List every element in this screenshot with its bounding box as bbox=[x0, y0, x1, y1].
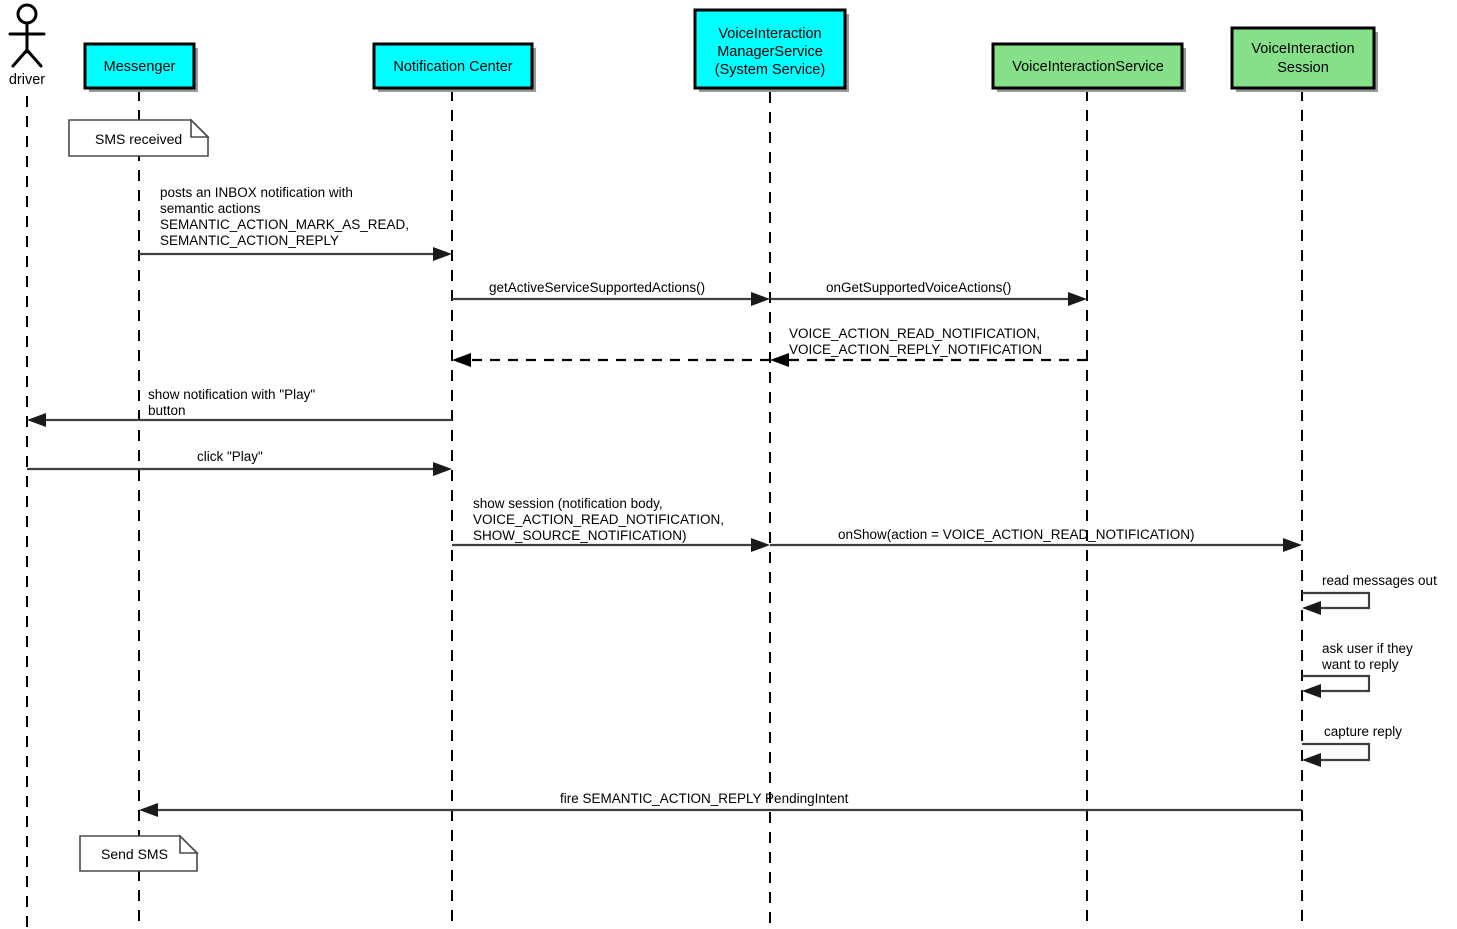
message-posts-inbox-notification-arrowhead-icon bbox=[433, 247, 452, 261]
messenger-box[interactable] bbox=[83, 42, 196, 90]
message-on-get-supported-voice-actions-arrowhead-icon bbox=[1068, 292, 1087, 306]
message-fire-pending-intent: fire SEMANTIC_ACTION_REPLY PendingIntent bbox=[139, 791, 1302, 817]
message-self-read-messages-out-label: read messages out bbox=[1322, 573, 1437, 588]
note-send-sms-body bbox=[79, 835, 198, 872]
message-on-show: onShow(action = VOICE_ACTION_READ_NOTIFI… bbox=[770, 527, 1302, 552]
message-self-ask-user-reply-label-1: ask user if they bbox=[1322, 641, 1413, 656]
participant-voiceinteractionservice[interactable]: VoiceInteractionService bbox=[991, 42, 1186, 92]
messenger-label: Messenger bbox=[104, 59, 176, 75]
message-return-voice-actions-label-1: VOICE_ACTION_READ_NOTIFICATION, bbox=[789, 326, 1040, 341]
message-self-read-messages-out-arrowhead-icon bbox=[1302, 601, 1321, 615]
actor-driver[interactable]: driver bbox=[8, 3, 46, 88]
message-click-play: click "Play" bbox=[27, 449, 452, 476]
message-self-read-messages-out: read messages out bbox=[1302, 573, 1437, 615]
note-sms-received-body bbox=[68, 119, 209, 157]
participant-vims[interactable]: VoiceInteraction ManagerService (System … bbox=[693, 8, 849, 92]
message-self-ask-user-reply: ask user if they want to reply bbox=[1302, 641, 1413, 698]
message-self-capture-reply-loop bbox=[1302, 742, 1371, 762]
message-self-read-messages-out-loop bbox=[1302, 591, 1371, 610]
participant-notification-center[interactable]: Notification Center bbox=[372, 42, 536, 92]
vims-label-line-2: ManagerService bbox=[717, 44, 823, 60]
note-sms-received-fold-icon bbox=[190, 118, 210, 138]
message-self-capture-reply-label: capture reply bbox=[1324, 724, 1402, 739]
message-get-active-service-supported-actions-arrowhead-icon bbox=[751, 292, 770, 306]
message-posts-inbox-notification-label-2: semantic actions bbox=[160, 201, 261, 216]
note-send-sms-fold-icon bbox=[179, 834, 199, 854]
message-self-ask-user-reply-arrowhead-icon bbox=[1302, 684, 1321, 698]
message-fire-pending-intent-label: fire SEMANTIC_ACTION_REPLY PendingIntent bbox=[560, 791, 849, 806]
vims-label-line-3: (System Service) bbox=[715, 62, 825, 78]
actor-driver-label: driver bbox=[9, 72, 45, 88]
message-show-session-arrowhead-icon bbox=[751, 538, 770, 552]
vims-label-line-1: VoiceInteraction bbox=[718, 26, 821, 42]
note-send-sms: Send SMS bbox=[79, 834, 199, 872]
voiceinteractionsession-label-line-2: Session bbox=[1277, 60, 1329, 76]
note-send-sms-label: Send SMS bbox=[101, 846, 168, 862]
message-posts-inbox-notification-label-4: SEMANTIC_ACTION_REPLY bbox=[160, 233, 339, 248]
participant-voiceinteractionsession[interactable]: VoiceInteraction Session bbox=[1230, 26, 1378, 92]
message-show-notification-arrowhead-icon bbox=[27, 413, 46, 427]
message-on-show-arrowhead-icon bbox=[1283, 538, 1302, 552]
vims-box[interactable] bbox=[693, 8, 847, 90]
actor-leg-right-icon bbox=[25, 48, 43, 68]
message-click-play-arrowhead-icon bbox=[433, 462, 452, 476]
participant-messenger[interactable]: Messenger bbox=[83, 42, 198, 92]
message-on-get-supported-voice-actions-label: onGetSupportedVoiceActions() bbox=[826, 280, 1011, 295]
voiceinteractionsession-label-line-1: VoiceInteraction bbox=[1251, 41, 1354, 57]
message-return-voice-actions: VOICE_ACTION_READ_NOTIFICATION, VOICE_AC… bbox=[770, 326, 1087, 367]
message-fire-pending-intent-arrowhead-icon bbox=[139, 803, 158, 817]
message-get-active-service-supported-actions: getActiveServiceSupportedActions() bbox=[452, 280, 770, 306]
actor-leg-left-icon bbox=[11, 48, 29, 68]
message-show-session: show session (notification body, VOICE_A… bbox=[452, 496, 770, 552]
message-return-voice-actions-arrowhead-icon bbox=[770, 353, 789, 367]
message-show-session-label-1: show session (notification body, bbox=[473, 496, 663, 511]
actor-head-icon bbox=[16, 3, 38, 25]
message-self-ask-user-reply-loop bbox=[1302, 674, 1371, 693]
message-posts-inbox-notification-label-3: SEMANTIC_ACTION_MARK_AS_READ, bbox=[160, 217, 409, 232]
message-posts-inbox-notification: posts an INBOX notification with semanti… bbox=[139, 185, 452, 261]
notification-center-label: Notification Center bbox=[393, 59, 512, 75]
message-show-session-label-2: VOICE_ACTION_READ_NOTIFICATION, bbox=[473, 512, 724, 527]
message-return-voice-actions-to-notification-center bbox=[452, 353, 770, 367]
message-self-ask-user-reply-label-2: want to reply bbox=[1321, 657, 1399, 672]
message-get-active-service-supported-actions-label: getActiveServiceSupportedActions() bbox=[489, 280, 705, 295]
voiceinteractionsession-box[interactable] bbox=[1230, 26, 1376, 90]
note-sms-received-label: SMS received bbox=[95, 131, 182, 147]
message-self-capture-reply-arrowhead-icon bbox=[1302, 753, 1321, 767]
note-sms-received: SMS received bbox=[68, 118, 210, 157]
message-on-show-label: onShow(action = VOICE_ACTION_READ_NOTIFI… bbox=[838, 527, 1194, 542]
message-show-session-label-3: SHOW_SOURCE_NOTIFICATION) bbox=[473, 528, 687, 543]
message-show-notification-label-1: show notification with "Play" bbox=[148, 387, 315, 402]
message-show-notification-label-2: button bbox=[148, 403, 186, 418]
message-return-voice-actions-label-2: VOICE_ACTION_REPLY_NOTIFICATION bbox=[789, 342, 1042, 357]
voiceinteractionservice-box[interactable] bbox=[991, 42, 1184, 90]
message-return-voice-actions-to-notification-center-arrowhead-icon bbox=[452, 353, 471, 367]
message-self-capture-reply: capture reply bbox=[1302, 724, 1402, 767]
voiceinteractionservice-label: VoiceInteractionService bbox=[1012, 59, 1164, 75]
message-show-notification: show notification with "Play" button bbox=[27, 387, 452, 427]
message-posts-inbox-notification-label-1: posts an INBOX notification with bbox=[160, 185, 353, 200]
message-on-get-supported-voice-actions: onGetSupportedVoiceActions() bbox=[770, 280, 1087, 306]
notification-center-box[interactable] bbox=[372, 42, 534, 90]
message-click-play-label: click "Play" bbox=[197, 449, 263, 464]
